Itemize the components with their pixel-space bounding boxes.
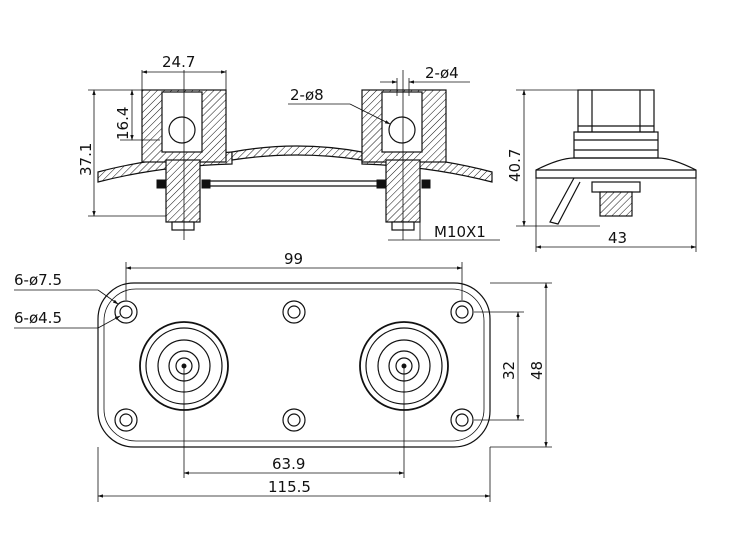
dim-front-total-height: 37.1 bbox=[77, 143, 95, 176]
dim-mount-hole-inner: 6-ø4.5 bbox=[14, 309, 62, 327]
front-middle-sheet bbox=[231, 145, 363, 161]
dim-mount-hole-outer: 6-ø7.5 bbox=[14, 271, 62, 289]
mount-hole-top-left bbox=[114, 300, 138, 324]
dim-post-spacing: 63.9 bbox=[272, 455, 305, 473]
dim-plate-length: 115.5 bbox=[268, 478, 311, 496]
dim-front-socket-height: 16.4 bbox=[114, 107, 132, 140]
dim-plate-height: 48 bbox=[528, 361, 546, 380]
right-ball bbox=[388, 116, 416, 144]
dim-thread: M10X1 bbox=[434, 223, 486, 241]
mount-hole-bottom-left bbox=[114, 408, 138, 432]
dim-front-width: 24.7 bbox=[162, 53, 195, 71]
side-nut bbox=[591, 181, 641, 193]
dim-hole-large: 2-ø8 bbox=[290, 86, 324, 104]
side-view: 40.7 43 bbox=[506, 89, 697, 252]
dim-hole-small: 2-ø4 bbox=[425, 64, 459, 82]
front-section-view: 24.7 16.4 37.1 2-ø4 2-ø8 M10X1 bbox=[77, 53, 500, 241]
dim-side-width: 43 bbox=[608, 229, 627, 247]
side-base-flange bbox=[535, 157, 697, 179]
mount-hole-bottom-mid bbox=[282, 408, 306, 432]
dim-hole-spacing-y: 32 bbox=[500, 361, 518, 380]
left-stud bbox=[165, 159, 201, 223]
dim-hole-spacing-x: 99 bbox=[284, 250, 303, 268]
base-plate-outline bbox=[97, 282, 491, 448]
mount-hole-bottom-right bbox=[450, 408, 474, 432]
mount-hole-top-mid bbox=[282, 300, 306, 324]
side-thread bbox=[599, 191, 633, 217]
side-body bbox=[573, 131, 659, 159]
base-plate-inner bbox=[103, 288, 485, 442]
mount-hole-top-right bbox=[450, 300, 474, 324]
plan-view: 99 6-ø7.5 6-ø4.5 32 48 63.9 115.5 bbox=[14, 250, 552, 502]
left-ball bbox=[168, 116, 196, 144]
dim-side-height: 40.7 bbox=[506, 149, 524, 182]
